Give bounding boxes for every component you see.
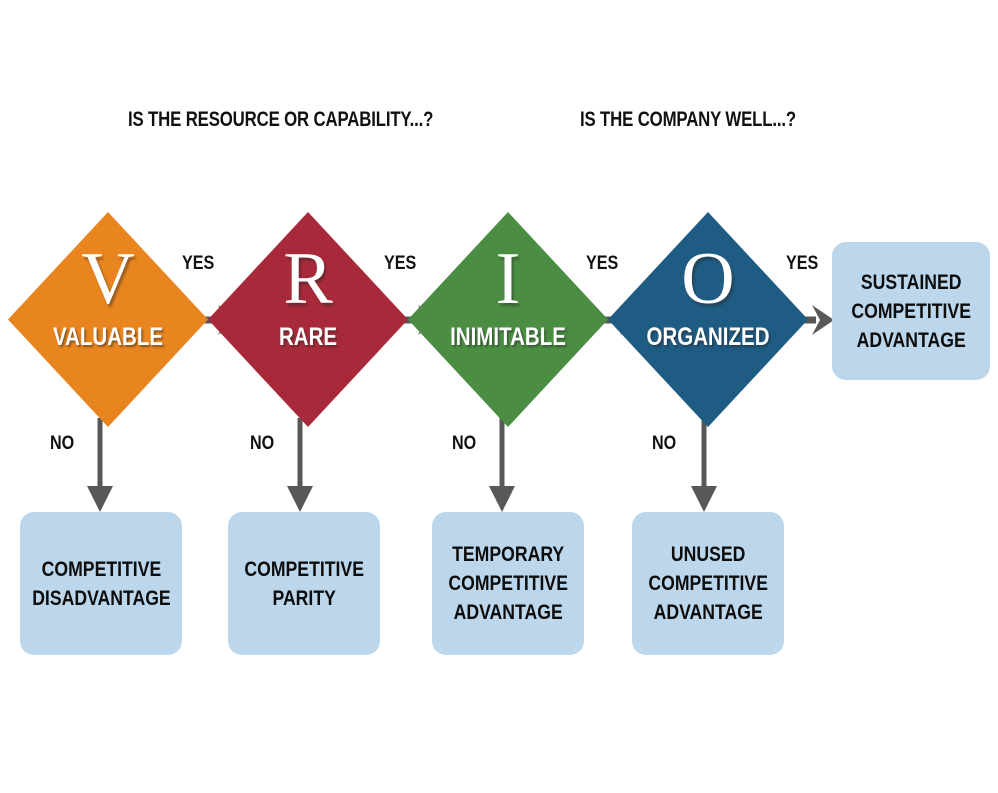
diamond-organized-label: ORGANIZED xyxy=(646,323,770,351)
edge-label-yes-v-to-r: YES xyxy=(182,253,215,274)
edge-label-no-organized: NO xyxy=(652,433,677,454)
outcome-temporary-competitive-advantage-text: TEMPORARY COMPETITIVE ADVANTAGE xyxy=(448,543,568,624)
outcome-competitive-disadvantage[interactable]: COMPETITIVE DISADVANTAGE xyxy=(20,512,182,655)
arrow-down-organized xyxy=(691,418,717,512)
outcome-unused-competitive-advantage-text: UNUSED COMPETITIVE ADVANTAGE xyxy=(648,543,768,624)
diamond-valuable[interactable]: V VALUABLE xyxy=(8,212,208,427)
edge-label-no-valuable: NO xyxy=(50,433,75,454)
diamond-inimitable-label: INIMITABLE xyxy=(450,323,566,351)
edge-label-yes-i-to-o: YES xyxy=(586,253,619,274)
diamond-inimitable[interactable]: I INIMITABLE xyxy=(408,212,608,427)
diamond-rare[interactable]: R RARE xyxy=(208,212,408,427)
outcome-temporary-competitive-advantage[interactable]: TEMPORARY COMPETITIVE ADVANTAGE xyxy=(432,512,584,655)
header-resource-capability: IS THE RESOURCE OR CAPABILITY...? xyxy=(128,108,434,131)
diamond-organized[interactable]: O ORGANIZED xyxy=(608,212,808,427)
diamond-valuable-letter: V xyxy=(81,238,135,320)
outcome-competitive-parity-text: COMPETITIVE PARITY xyxy=(244,557,364,610)
edge-label-yes-o-to-sustained: YES xyxy=(786,253,819,274)
diamond-rare-letter: R xyxy=(283,238,333,320)
diamond-inimitable-letter: I xyxy=(495,238,521,320)
arrow-down-valuable xyxy=(87,418,113,512)
outcome-sustained-competitive-advantage-text: SUSTAINED COMPETITIVE ADVANTAGE xyxy=(851,270,971,352)
edge-label-yes-r-to-i: YES xyxy=(384,253,417,274)
diamond-rare-label: RARE xyxy=(278,323,338,351)
outcome-competitive-disadvantage-text: COMPETITIVE DISADVANTAGE xyxy=(31,557,171,610)
edge-label-no-rare: NO xyxy=(250,433,275,454)
header-company-well: IS THE COMPANY WELL...? xyxy=(580,108,796,131)
outcome-competitive-parity[interactable]: COMPETITIVE PARITY xyxy=(228,512,380,655)
edge-label-no-inimitable: NO xyxy=(452,433,477,454)
outcome-unused-competitive-advantage[interactable]: UNUSED COMPETITIVE ADVANTAGE xyxy=(632,512,784,655)
diamond-valuable-label: VALUABLE xyxy=(52,323,164,351)
arrow-down-inimitable xyxy=(489,418,515,512)
outcome-sustained-competitive-advantage[interactable]: SUSTAINED COMPETITIVE ADVANTAGE xyxy=(832,242,990,380)
arrow-down-rare xyxy=(287,418,313,512)
diamond-organized-letter: O xyxy=(681,238,735,320)
